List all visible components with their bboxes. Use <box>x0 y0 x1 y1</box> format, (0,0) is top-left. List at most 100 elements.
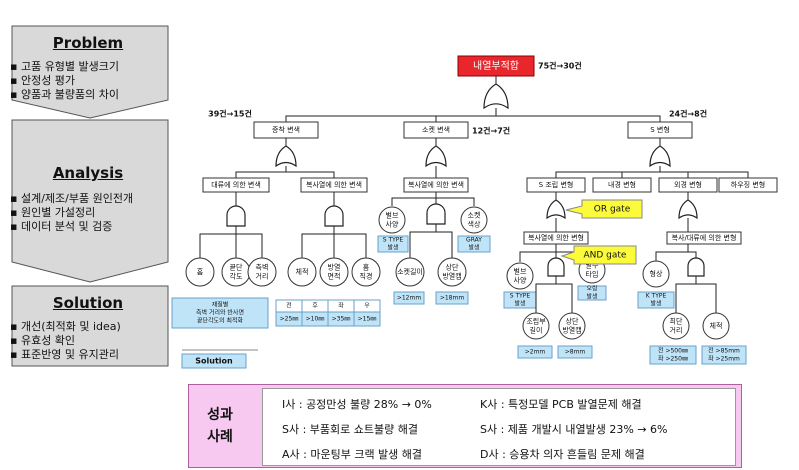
problem-title: Problem <box>52 34 124 52</box>
case-item: D사 : 승용차 의자 흔들림 문제 해결 <box>480 448 645 461</box>
process-column: Problem ▪ 고품 유형별 발생크기 ▪ 안정성 평가 ▪ 양품과 불량품… <box>0 0 175 470</box>
or-gate-callout <box>565 199 643 219</box>
tag-box <box>637 291 675 309</box>
tag-box <box>457 235 491 253</box>
results-title: 성과 사례 <box>200 404 240 448</box>
table-value-cell <box>353 311 381 327</box>
tag-label: 발생 <box>468 244 479 252</box>
cause-circle-label: 사양 <box>514 276 527 285</box>
connector-line <box>409 224 437 258</box>
cause-circle-label: 측벽 <box>256 263 269 272</box>
table-header: 우 <box>364 303 370 310</box>
cause-node-label: 외경 변형 <box>674 180 702 189</box>
cause-node-label: S 조립 변형 <box>539 181 574 189</box>
or-gate-symbol <box>649 145 671 168</box>
analysis-item: ▪ 원인별 가설정리 <box>10 206 96 219</box>
connector-line <box>535 276 557 314</box>
and-gate-symbol <box>547 257 565 277</box>
connector-line <box>696 283 717 314</box>
value-label: >12mm <box>397 295 422 302</box>
cause-circle-label: 상단 <box>446 263 459 272</box>
problem-arrow-shape <box>11 25 169 119</box>
value-label: 전 >85mm <box>708 347 740 355</box>
root-count: 75건→30건 <box>538 61 582 71</box>
cause-circle-label: 벌브 <box>386 211 399 220</box>
cause-circle-label: 방열캡 <box>562 326 581 335</box>
cause-circle <box>351 257 381 287</box>
cause-circle <box>247 257 277 287</box>
deposit-note: 측벽 거리와 반사면 <box>196 309 244 317</box>
value-box <box>557 345 593 359</box>
process-arrows <box>11 25 169 367</box>
cause-circle-label: 면적 <box>328 272 341 281</box>
or-gate-symbol <box>483 83 509 110</box>
cause-circle-label: 체적 <box>296 267 309 276</box>
analysis-item: ▪ 설계/제조/부품 원인전개 <box>10 192 134 205</box>
cause-circle-label: 홈 <box>197 267 204 276</box>
table-value: >15㎜ <box>358 316 377 323</box>
tag-label: S TYPE <box>383 237 404 244</box>
solution-box-shape <box>11 285 169 367</box>
cause-circle-label: 방열 <box>328 263 341 272</box>
cause-circle-label: 타입 <box>586 270 599 279</box>
cause-circle-label: 거리 <box>256 272 269 281</box>
value-box <box>517 345 553 359</box>
cause-circle-label: 방열캡 <box>442 272 461 281</box>
solution-tag-label: Solution <box>195 357 233 366</box>
value-label: 전 >500㎜ <box>658 347 688 355</box>
branch-node-label: 소켓 변색 <box>422 125 450 134</box>
cause-node-label: 대류에 의한 변색 <box>211 180 261 189</box>
cause-circle <box>642 260 670 288</box>
cause-circle-label: 색상 <box>468 220 481 229</box>
connector-line <box>334 233 367 258</box>
table-value: >10㎜ <box>306 316 325 323</box>
tag-label: 오링 <box>586 286 597 293</box>
tag-label: 발생 <box>650 300 661 308</box>
connector-line <box>391 192 437 206</box>
table-value: >25㎜ <box>280 316 299 323</box>
and-gate-symbol <box>687 257 705 277</box>
cause-circle-label: 사양 <box>386 220 399 229</box>
table-header: 전 <box>286 302 292 310</box>
cause-circle <box>437 257 467 287</box>
case-item: K사 : 특정모델 PCB 발열문제 해결 <box>480 398 642 411</box>
sub-cause-node-label: 복사열에 의한 변형 <box>528 233 584 242</box>
results-title-line: 성과 <box>207 407 233 423</box>
cause-circle-label: 거리 <box>670 326 683 335</box>
problem-item: ▪ 안정성 평가 <box>10 74 76 87</box>
connector-line <box>675 276 697 314</box>
connector-line <box>199 226 237 258</box>
tag-label: 발생 <box>586 293 597 301</box>
connector-line <box>435 115 496 122</box>
connector-line <box>301 226 335 258</box>
cause-circle-label: 벌브 <box>514 267 527 276</box>
analysis-items: ▪ 설계/제조/부품 원인전개 ▪ 원인별 가설정리 ▪ 데이터 분석 및 검증 <box>10 192 170 234</box>
branch-node-label: S 변형 <box>650 126 670 134</box>
results-cases-box <box>262 388 736 466</box>
value-label: >2mm <box>525 349 546 356</box>
branch-node-label: 증착 변색 <box>272 125 300 134</box>
solution-item: ▪ 개선(최적화 및 idea) <box>10 320 121 333</box>
sub-cause-node <box>666 231 742 245</box>
connector-line <box>235 166 287 178</box>
tag-box <box>377 235 409 253</box>
and-gate-symbol <box>426 203 446 225</box>
value-box <box>393 291 425 305</box>
cause-circle <box>287 257 317 287</box>
and-gate-symbol <box>324 205 344 227</box>
tag-box <box>577 285 607 301</box>
tag-label: S TYPE <box>510 293 531 300</box>
connector-line <box>660 171 749 178</box>
results-title-line: 사례 <box>207 429 233 445</box>
value-label: 좌 >25mm <box>708 355 740 363</box>
problem-items: ▪ 고품 유형별 발생크기 ▪ 안정성 평가 ▪ 양품과 불량품의 차이 <box>10 60 170 102</box>
cause-node-label: 하우징 변형 <box>731 180 765 189</box>
connector-line <box>555 166 661 178</box>
cause-node-label: 내경 변형 <box>608 180 636 189</box>
connector-line <box>285 108 497 122</box>
cause-circle-label: 형상 <box>650 269 663 278</box>
deposit-note: 재질별 <box>212 301 229 309</box>
branch-count: 39건→15건 <box>208 109 252 119</box>
cause-circle <box>378 206 406 234</box>
